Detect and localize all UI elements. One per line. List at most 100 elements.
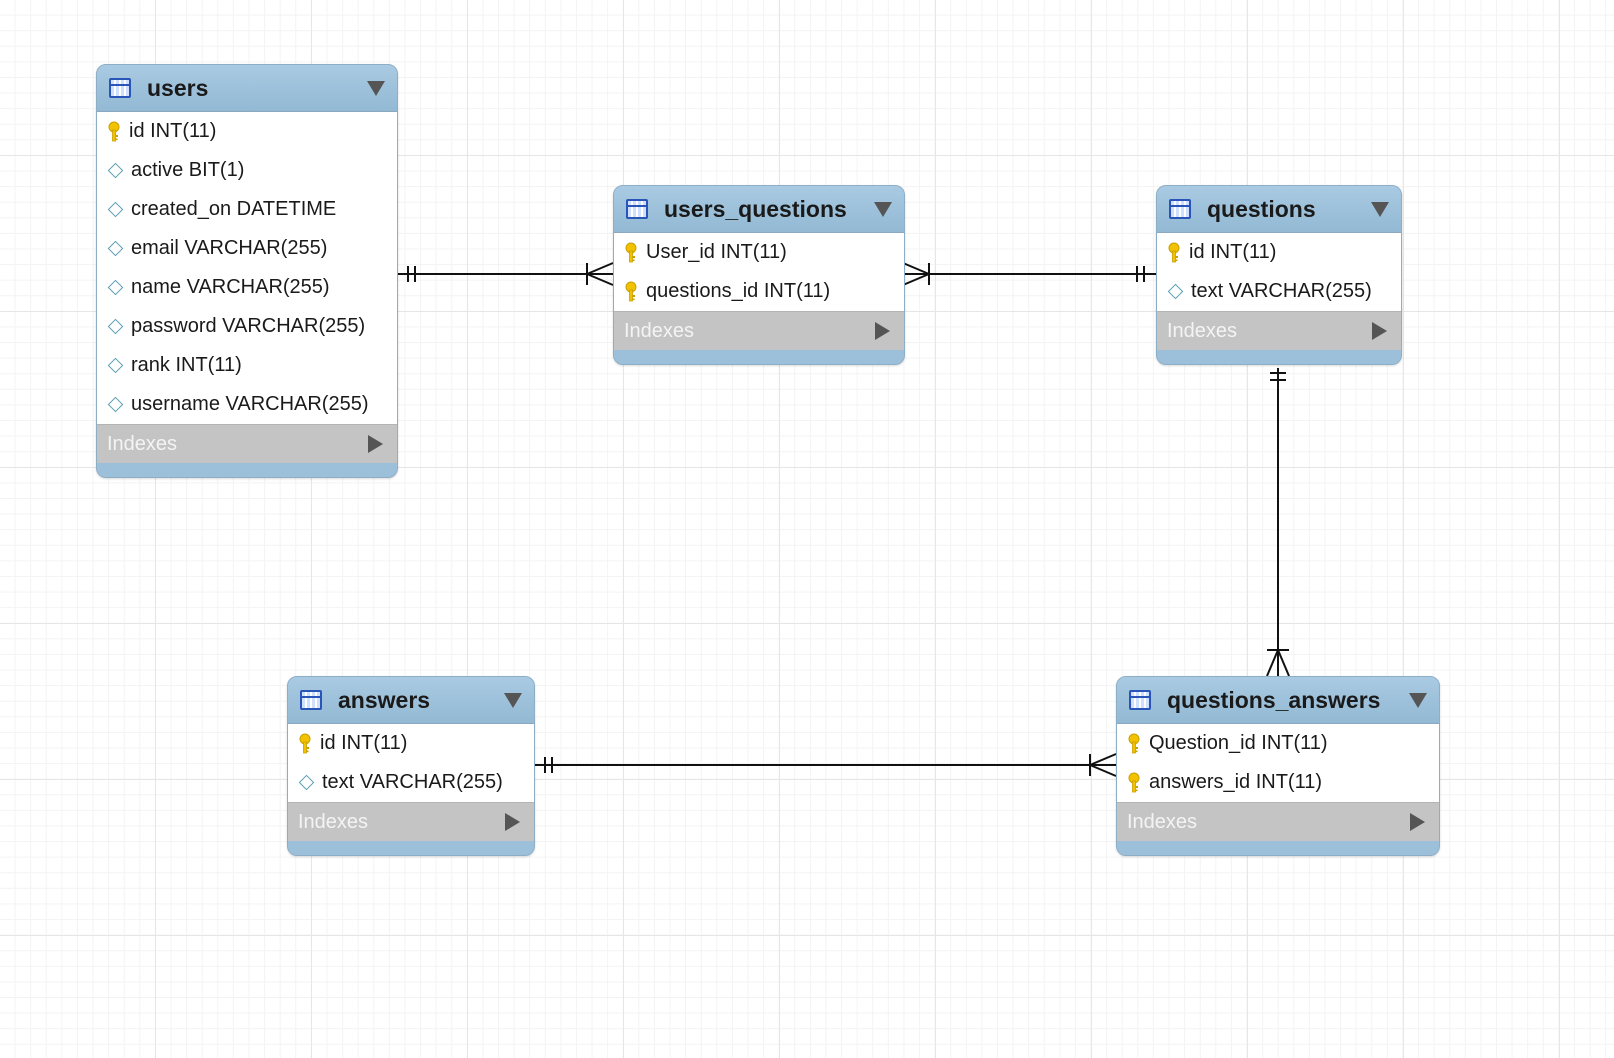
table-name: answers — [338, 686, 431, 713]
primary-key-icon — [1128, 733, 1140, 753]
table-name: users_questions — [664, 195, 847, 222]
attribute-diamond-icon — [107, 240, 124, 257]
many-cardinality-mark — [902, 262, 930, 275]
attribute-diamond-icon — [107, 357, 124, 374]
table-footer — [1157, 350, 1401, 364]
primary-key-icon — [1168, 242, 1180, 262]
attribute-diamond-icon — [298, 774, 315, 791]
column-label: questions_id INT(11) — [646, 280, 831, 302]
many-cardinality-mark — [1277, 649, 1290, 677]
primary-key-icon — [625, 281, 637, 301]
table-footer — [288, 841, 534, 855]
column-label: email VARCHAR(255) — [131, 237, 328, 259]
indexes-label: Indexes — [107, 432, 178, 455]
column-label: created_on DATETIME — [131, 198, 337, 220]
column-row[interactable]: User_id INT(11) — [614, 233, 904, 272]
table-footer — [614, 350, 904, 364]
column-row[interactable]: id INT(11) — [288, 724, 534, 763]
table-header[interactable]: questions — [1157, 186, 1401, 233]
many-cardinality-mark — [902, 273, 930, 286]
column-label: name VARCHAR(255) — [131, 276, 330, 298]
collapse-triangle-icon[interactable] — [1371, 201, 1389, 217]
indexes-section[interactable]: Indexes — [288, 802, 534, 841]
column-label: text VARCHAR(255) — [322, 771, 503, 793]
column-label: username VARCHAR(255) — [131, 393, 369, 415]
indexes-section[interactable]: Indexes — [97, 424, 397, 463]
table-name: users — [147, 74, 209, 101]
expand-triangle-icon[interactable] — [505, 813, 520, 831]
table-icon — [626, 199, 648, 219]
column-list: id INT(11) active BIT(1) created_on DATETI… — [97, 112, 397, 424]
column-row[interactable]: text VARCHAR(255) — [288, 763, 534, 802]
many-cardinality-mark — [586, 262, 614, 275]
table-footer — [97, 463, 397, 477]
table-header[interactable]: users_questions — [614, 186, 904, 233]
column-row[interactable]: rank INT(11) — [97, 346, 397, 385]
column-row[interactable]: password VARCHAR(255) — [97, 307, 397, 346]
column-label: Question_id INT(11) — [1149, 732, 1328, 754]
column-row[interactable]: id INT(11) — [1157, 233, 1401, 272]
indexes-label: Indexes — [298, 810, 369, 833]
column-row[interactable]: answers_id INT(11) — [1117, 763, 1439, 802]
table-icon — [1169, 199, 1191, 219]
table-name: questions — [1207, 195, 1316, 222]
indexes-label: Indexes — [624, 319, 695, 342]
column-list: id INT(11) text VARCHAR(255) — [1157, 233, 1401, 311]
column-row[interactable]: Question_id INT(11) — [1117, 724, 1439, 763]
attribute-diamond-icon — [107, 201, 124, 218]
column-row[interactable]: created_on DATETIME — [97, 190, 397, 229]
collapse-triangle-icon[interactable] — [1409, 692, 1427, 708]
table-icon — [300, 690, 322, 710]
table-icon — [109, 78, 131, 98]
many-cardinality-mark — [586, 273, 614, 286]
table-header[interactable]: users — [97, 65, 397, 112]
table-answers[interactable]: answers id INT(11) text VARCHAR(255) Indexe… — [287, 676, 535, 856]
attribute-diamond-icon — [107, 318, 124, 335]
column-row[interactable]: questions_id INT(11) — [614, 272, 904, 311]
primary-key-icon — [1128, 772, 1140, 792]
expand-triangle-icon[interactable] — [875, 322, 890, 340]
column-row[interactable]: text VARCHAR(255) — [1157, 272, 1401, 311]
collapse-triangle-icon[interactable] — [874, 201, 892, 217]
column-label: id INT(11) — [320, 732, 408, 754]
table-footer — [1117, 841, 1439, 855]
table-questions[interactable]: questions id INT(11) text VARCHAR(255) Inde… — [1156, 185, 1402, 365]
column-label: active BIT(1) — [131, 159, 245, 181]
many-cardinality-mark — [1089, 764, 1117, 777]
expand-triangle-icon[interactable] — [1410, 813, 1425, 831]
column-label: text VARCHAR(255) — [1191, 280, 1372, 302]
column-row[interactable]: id INT(11) — [97, 112, 397, 151]
column-row[interactable]: active BIT(1) — [97, 151, 397, 190]
column-list: User_id INT(11) questions_id INT(11) — [614, 233, 904, 311]
column-label: password VARCHAR(255) — [131, 315, 366, 337]
table-header[interactable]: answers — [288, 677, 534, 724]
table-users[interactable]: users id INT(11) active BIT(1) created_on D… — [96, 64, 398, 478]
column-label: id INT(11) — [129, 120, 217, 142]
expand-triangle-icon[interactable] — [1372, 322, 1387, 340]
attribute-diamond-icon — [1167, 283, 1184, 300]
table-header[interactable]: questions_answers — [1117, 677, 1439, 724]
column-label: rank INT(11) — [131, 354, 242, 376]
many-cardinality-mark — [1089, 753, 1117, 766]
indexes-label: Indexes — [1127, 810, 1198, 833]
column-list: Question_id INT(11) answers_id INT(11) — [1117, 724, 1439, 802]
column-list: id INT(11) text VARCHAR(255) — [288, 724, 534, 802]
indexes-section[interactable]: Indexes — [1157, 311, 1401, 350]
collapse-triangle-icon[interactable] — [367, 80, 385, 96]
many-cardinality-mark — [1266, 649, 1279, 677]
column-label: answers_id INT(11) — [1149, 771, 1323, 793]
table-icon — [1129, 690, 1151, 710]
expand-triangle-icon[interactable] — [368, 435, 383, 453]
indexes-label: Indexes — [1167, 319, 1238, 342]
column-row[interactable]: email VARCHAR(255) — [97, 229, 397, 268]
indexes-section[interactable]: Indexes — [614, 311, 904, 350]
attribute-diamond-icon — [107, 162, 124, 179]
collapse-triangle-icon[interactable] — [504, 692, 522, 708]
column-row[interactable]: name VARCHAR(255) — [97, 268, 397, 307]
column-row[interactable]: username VARCHAR(255) — [97, 385, 397, 424]
indexes-section[interactable]: Indexes — [1117, 802, 1439, 841]
